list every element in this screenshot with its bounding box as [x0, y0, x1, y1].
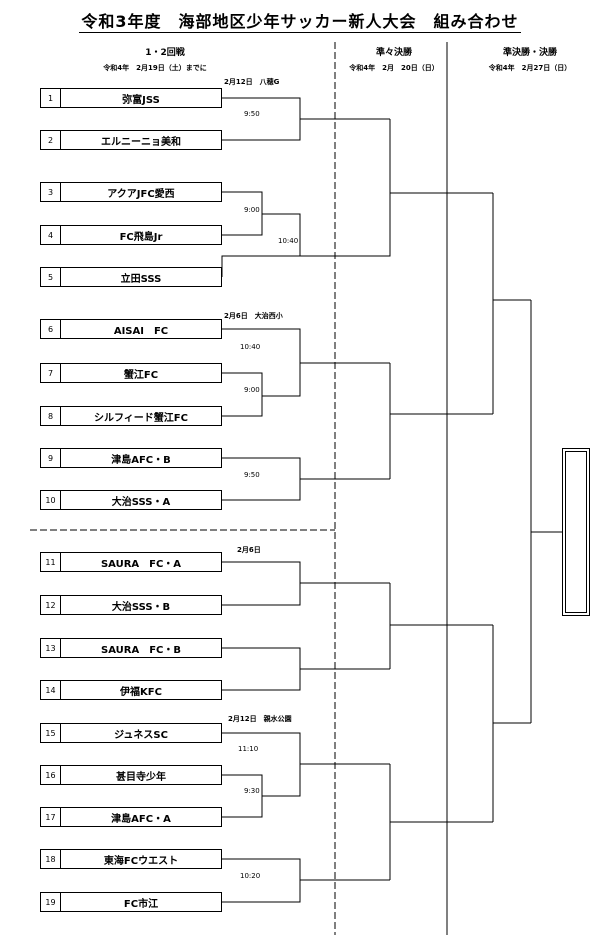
- venue-note-2: 2月6日 大治西小: [224, 312, 283, 320]
- team-number: 3: [41, 183, 61, 201]
- team-name: 大治SSS・B: [111, 601, 171, 613]
- page-title: 令和3年度 海部地区少年サッカー新人大会 組み合わせ: [79, 12, 521, 33]
- team-name: 立田SSS: [120, 273, 162, 285]
- sf-header: 準決勝・決勝: [502, 48, 557, 58]
- team-number: 15: [41, 724, 61, 742]
- team-name: シルフィード蟹江FC: [94, 412, 188, 424]
- team-number: 11: [41, 553, 61, 571]
- team-row: 16 甚目寺少年: [40, 765, 222, 785]
- match-time: 9:30: [244, 787, 260, 795]
- team-number: 8: [41, 407, 61, 425]
- team-name: AISAI FC: [113, 325, 169, 337]
- team-row: 10 大治SSS・A: [40, 490, 222, 510]
- team-name: 大治SSS・A: [111, 496, 171, 508]
- round12-header: 1・2回戦: [145, 48, 185, 58]
- qf-date: 令和4年 2月 20日（日）: [349, 64, 439, 72]
- match-time: 10:20: [240, 872, 261, 880]
- team-row: 3 アクアJFC愛西: [40, 182, 222, 202]
- team-row: 12 大治SSS・B: [40, 595, 222, 615]
- team-number: 13: [41, 639, 61, 657]
- team-row: 14 伊福KFC: [40, 680, 222, 700]
- team-row: 1 弥富JSS: [40, 88, 222, 108]
- team-name: 津島AFC・B: [111, 454, 171, 466]
- sf-date: 令和4年 2月27日（日）: [488, 64, 572, 72]
- team-row: 2 エルニーニョ美和: [40, 130, 222, 150]
- team-number: 5: [41, 268, 61, 286]
- team-name: FC飛島Jr: [119, 231, 163, 243]
- team-row: 5 立田SSS: [40, 267, 222, 287]
- venue-note-3: 2月6日: [237, 546, 261, 554]
- team-name: FC市江: [123, 898, 159, 910]
- team-number: 6: [41, 320, 61, 338]
- team-number: 16: [41, 766, 61, 784]
- team-number: 9: [41, 449, 61, 467]
- match-time: 9:50: [244, 471, 260, 479]
- team-number: 12: [41, 596, 61, 614]
- team-number: 4: [41, 226, 61, 244]
- team-row: 18 東海FCウエスト: [40, 849, 222, 869]
- match-time: 9:00: [244, 386, 260, 394]
- team-row: 6 AISAI FC: [40, 319, 222, 339]
- match-time: 9:50: [244, 110, 260, 118]
- team-name: 東海FCウエスト: [103, 855, 179, 867]
- team-name: 弥富JSS: [122, 94, 160, 106]
- team-row: 8 シルフィード蟹江FC: [40, 406, 222, 426]
- team-name: 津島AFC・A: [111, 813, 171, 825]
- team-number: 17: [41, 808, 61, 826]
- team-row: 7 蟹江FC: [40, 363, 222, 383]
- team-name: アクアJFC愛西: [107, 188, 175, 200]
- team-row: 17 津島AFC・A: [40, 807, 222, 827]
- team-number: 2: [41, 131, 61, 149]
- team-number: 14: [41, 681, 61, 699]
- qf-header: 準々決勝: [375, 48, 412, 58]
- team-row: 19 FC市江: [40, 892, 222, 912]
- venue-note-4: 2月12日 親水公園: [228, 715, 292, 723]
- match-time: 11:10: [238, 745, 259, 753]
- venue-note-1: 2月12日 八穂G: [224, 78, 280, 86]
- team-number: 10: [41, 491, 61, 509]
- team-row: 11 SAURA FC・A: [40, 552, 222, 572]
- team-name: 甚目寺少年: [116, 771, 166, 783]
- round12-date: 令和4年 2月19日（土）までに: [103, 64, 207, 72]
- team-name: ジュネスSC: [114, 729, 168, 741]
- team-name: 蟹江FC: [123, 369, 159, 381]
- team-number: 19: [41, 893, 61, 911]
- match-time: 10:40: [278, 237, 299, 245]
- team-number: 18: [41, 850, 61, 868]
- team-number: 1: [41, 89, 61, 107]
- team-row: 9 津島AFC・B: [40, 448, 222, 468]
- team-row: 15 ジュネスSC: [40, 723, 222, 743]
- champion-box: [562, 448, 590, 616]
- match-time: 10:40: [240, 343, 261, 351]
- team-row: 4 FC飛島Jr: [40, 225, 222, 245]
- team-name: エルニーニョ美和: [101, 136, 181, 148]
- team-name: 伊福KFC: [120, 686, 162, 698]
- team-name: SAURA FC・B: [101, 644, 181, 656]
- team-number: 7: [41, 364, 61, 382]
- team-name: SAURA FC・A: [100, 558, 182, 570]
- match-time: 9:00: [244, 206, 260, 214]
- team-row: 13 SAURA FC・B: [40, 638, 222, 658]
